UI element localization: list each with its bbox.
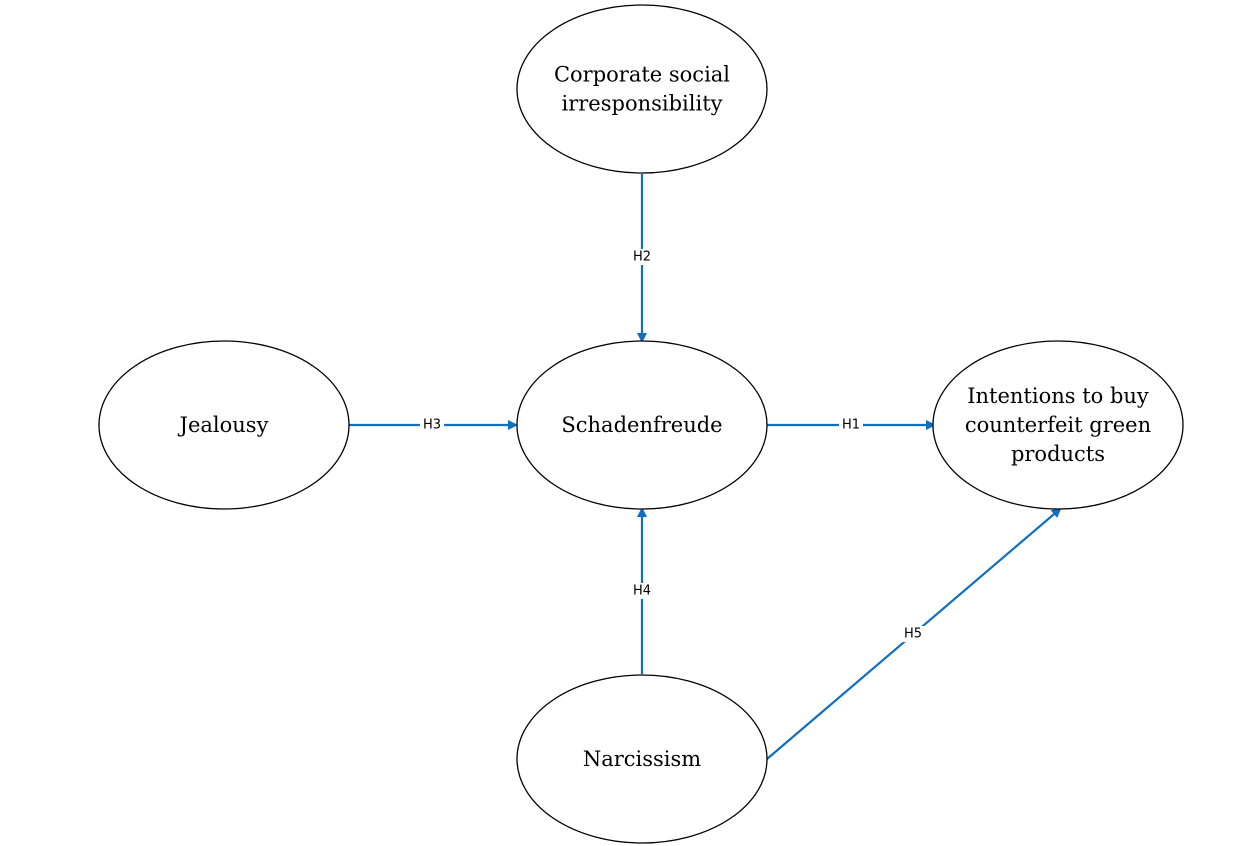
node-label-narcissism-line-1: Narcissism <box>583 747 701 771</box>
edge-label-bg-h1 <box>839 417 863 433</box>
node-label-csr-line-1: Corporate social <box>554 63 730 87</box>
node-label-schadenfreude-line-1: Schadenfreude <box>561 413 722 437</box>
node-label-jealousy-line-1: Jealousy <box>178 413 269 437</box>
node-ellipse-jealousy <box>98 340 350 510</box>
node-ellipse-intentions <box>932 340 1184 510</box>
edge-label-bg-h3 <box>420 417 444 433</box>
edge-label-h1: H1 <box>842 418 860 433</box>
node-ellipse-csr <box>516 4 768 174</box>
edge-label-h3: H3 <box>423 418 441 433</box>
edge-label-bg-h4 <box>630 583 654 599</box>
node-ellipse-schadenfreude <box>516 340 768 510</box>
edge-label-h2: H2 <box>633 250 651 265</box>
edge-label-bg-h2 <box>630 249 654 265</box>
edge-label-h4: H4 <box>633 584 651 599</box>
node-label-csr-line-2: irresponsibility <box>562 92 723 116</box>
node-label-intentions-line-1: Intentions to buy <box>967 384 1149 408</box>
node-label-intentions-line-3: products <box>1011 442 1105 466</box>
node-ellipse-narcissism <box>516 674 768 844</box>
edge-label-bg-h5 <box>901 626 925 642</box>
node-jealousy: Jealousy <box>98 340 350 510</box>
node-label-intentions-line-2: counterfeit green <box>965 413 1151 437</box>
node-intentions: Intentions to buy counterfeit green produc… <box>932 340 1184 510</box>
edge-label-h5: H5 <box>904 627 922 642</box>
node-schadenfreude: Schadenfreude <box>516 340 768 510</box>
node-narcissism: Narcissism <box>516 674 768 844</box>
node-csr: Corporate social irresponsibility <box>516 4 768 174</box>
